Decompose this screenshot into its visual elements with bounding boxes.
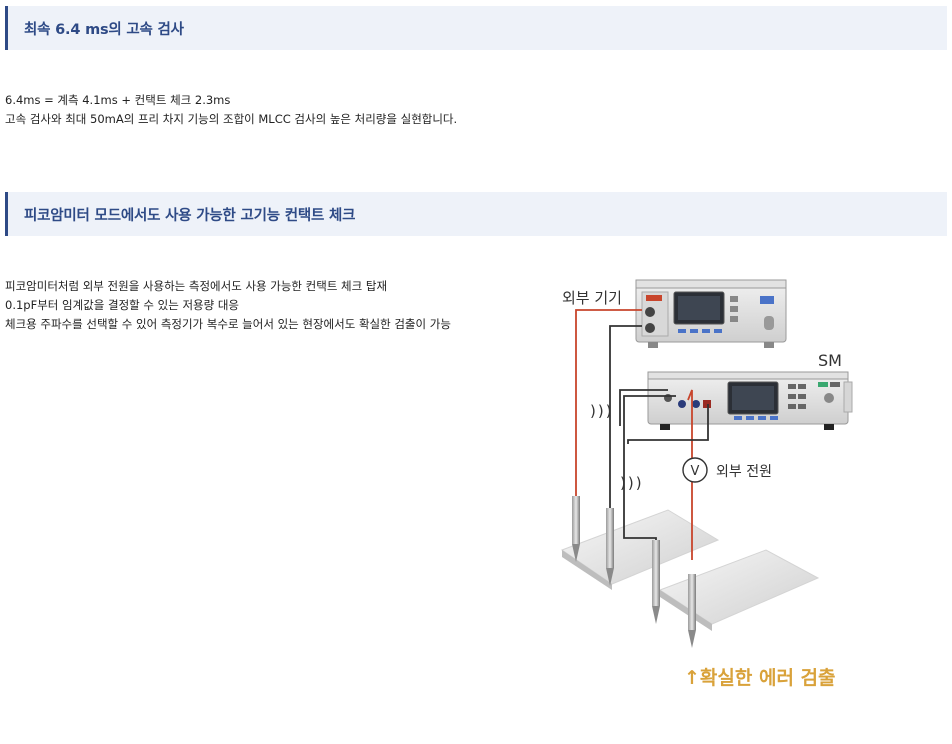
sm-instrument (647, 371, 853, 430)
section-title: 피코암미터 모드에서도 사용 가능한 고기능 컨택트 체크 (24, 207, 356, 224)
text-line: 0.1pF부터 임계값을 결정할 수 있는 저용량 대응 (5, 298, 239, 312)
probes (572, 496, 696, 648)
label-sm: SM (818, 351, 842, 370)
section-body-contact-check: 피코암미터처럼 외부 전원을 사용하는 측정에서도 사용 가능한 컨택트 체크 … (5, 277, 483, 334)
section-body-high-speed: 6.4ms = 계측 4.1ms + 컨택트 체크 2.3ms 고속 검사와 최… (5, 91, 457, 129)
label-reliable-detection: ↑확실한 에러 검출 (684, 666, 836, 689)
label-external-power: 외부 전원 (716, 464, 772, 480)
text-line: 피코암미터처럼 외부 전원을 사용하는 측정에서도 사용 가능한 컨택트 체크 … (5, 279, 388, 293)
label-waves-upper: ))) (590, 402, 614, 420)
text-line: 6.4ms = 계측 4.1ms + 컨택트 체크 2.3ms (5, 93, 231, 107)
voltage-symbol: V (691, 464, 700, 479)
section-title: 최속 6.4 ms의 고속 검사 (24, 21, 184, 38)
contact-check-diagram: V 외부 기기 SM 외부 전원 ))) ))) ↑확실한 에러 검출 (548, 278, 866, 700)
section-header-contact-check: 피코암미터 모드에서도 사용 가능한 고기능 컨택트 체크 (5, 192, 947, 236)
text-line: 고속 검사와 최대 50mA의 프리 차지 기능의 조합이 MLCC 검사의 높… (5, 112, 458, 126)
label-external-device: 외부 기기 (562, 289, 622, 307)
text-line: 체크용 주파수를 선택할 수 있어 측정기가 복수로 늘어서 있는 현장에서도 … (5, 317, 451, 331)
diagram-svg: V 외부 기기 SM 외부 전원 ))) ))) ↑확실한 에러 검출 (560, 279, 853, 689)
external-device-instrument (635, 279, 787, 348)
label-waves-lower: ))) (620, 474, 644, 492)
section-header-high-speed: 최속 6.4 ms의 고속 검사 (5, 6, 947, 50)
voltage-source-icon: V (682, 457, 708, 483)
